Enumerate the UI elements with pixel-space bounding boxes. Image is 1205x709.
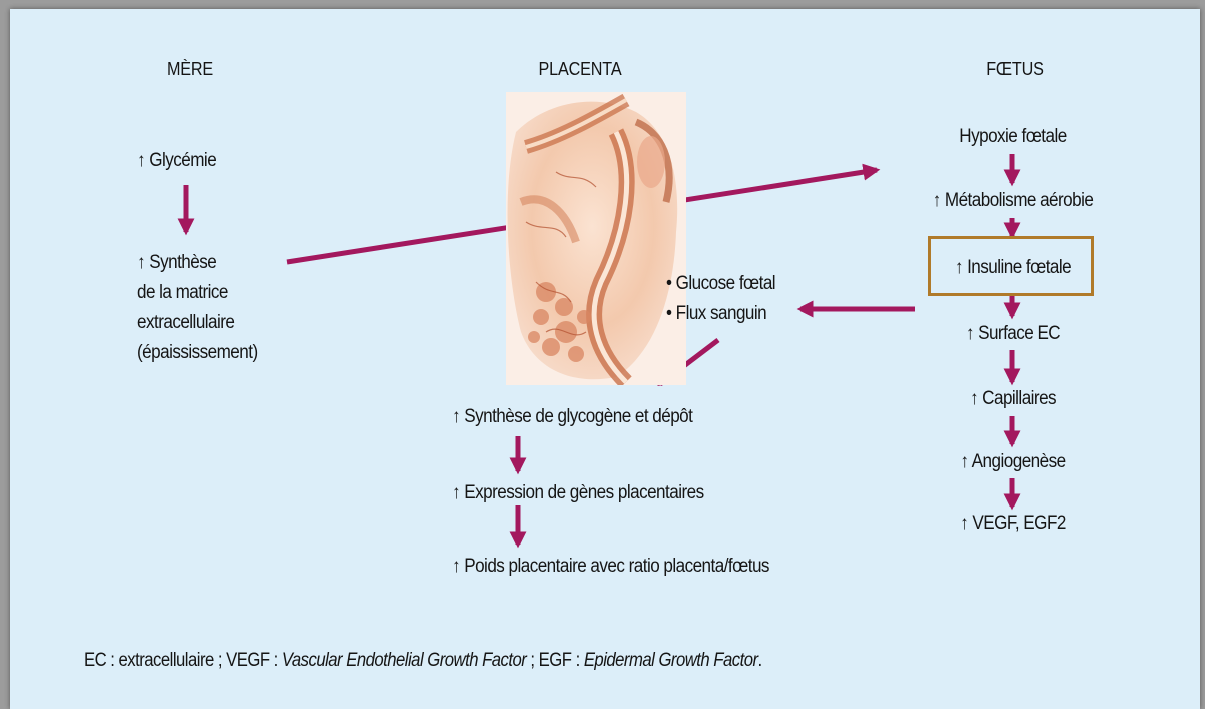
footnote-vegf-term: Vascular Endothelial Growth Factor [282, 650, 526, 671]
placenta-step-1: ↑ Synthèse de glycogène et dépôt [452, 406, 692, 428]
footnote: EC : extracellulaire ; VEGF : Vascular E… [84, 650, 762, 672]
header-placenta: PLACENTA [535, 58, 625, 80]
placenta-step-2: ↑ Expression de gènes placentaires [452, 482, 704, 504]
placenta-flux-sanguin: • Flux sanguin [666, 303, 766, 325]
placenta-step-3: ↑ Poids placentaire avec ratio placenta/… [452, 556, 769, 578]
mere-synthese-matrice: ↑ Synthèse de la matrice extracellulaire… [137, 248, 258, 368]
footnote-egf-term: Epidermal Growth Factor [584, 650, 758, 671]
mere-glycemie: ↑ Glycémie [137, 150, 216, 172]
foetus-step-6: ↑ Angiogenèse [923, 451, 1103, 473]
foetus-step-2: ↑ Métabolisme aérobie [923, 190, 1103, 212]
foetus-step-7: ↑ VEGF, EGF2 [923, 513, 1103, 535]
foetus-step-1: Hypoxie fœtale [923, 126, 1103, 148]
header-mere: MÈRE [154, 58, 226, 80]
placenta-glucose-foetal: • Glucose fœtal [666, 273, 775, 295]
footnote-mid: ; EGF : [526, 650, 584, 671]
foetus-step-3: ↑ Insuline fœtale [923, 257, 1103, 279]
header-foetus: FŒTUS [979, 58, 1051, 80]
foetus-step-5: ↑ Capillaires [923, 388, 1103, 410]
footnote-ec: EC : extracellulaire ; VEGF : [84, 650, 282, 671]
footnote-end: . [758, 650, 762, 671]
placenta-illustration [506, 92, 686, 385]
foetus-step-4: ↑ Surface EC [923, 323, 1103, 345]
